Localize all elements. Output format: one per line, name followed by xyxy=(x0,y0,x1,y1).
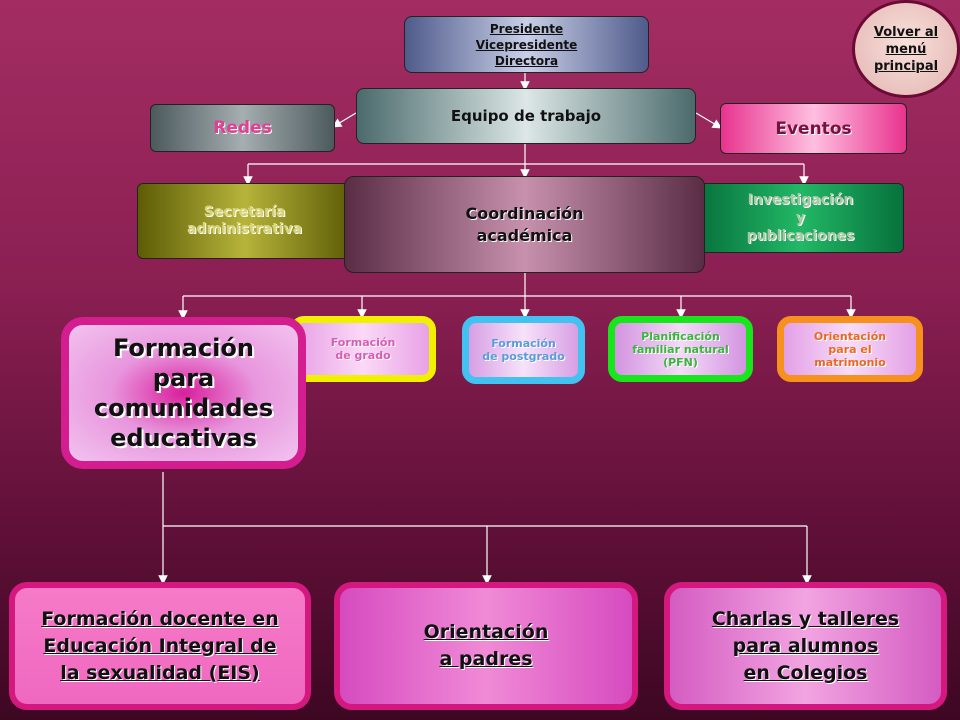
volver-line-3: principal xyxy=(873,58,939,74)
grado-line-1: Formación xyxy=(330,336,396,349)
secretaria-administrativa-button[interactable]: Secretaría administrativa xyxy=(137,183,352,259)
postgrado-line-1: Formación xyxy=(491,337,556,350)
equipo-label: Equipo de trabajo xyxy=(450,107,602,125)
docente-line-3: la sexualidad (EIS) xyxy=(60,661,260,684)
postgrado-line-2: de postgrado xyxy=(482,350,565,363)
redes-button[interactable]: Redes xyxy=(150,104,335,152)
eventos-label: Eventos xyxy=(775,118,852,139)
orientacion-matrimonio-button[interactable]: Orientación para el matrimonio xyxy=(777,316,923,382)
charlas-line-2: para alumnos xyxy=(732,634,879,657)
docente-line-2: Educación Integral de xyxy=(43,634,277,657)
secretaria-line-1: Secretaría xyxy=(203,204,286,220)
presidente-label: Presidente xyxy=(489,21,564,36)
comunidades-line-2: para xyxy=(152,364,215,392)
padres-line-2: a padres xyxy=(439,648,533,670)
investigacion-line-3: publicaciones xyxy=(746,228,855,244)
matrimonio-line-3: matrimonio xyxy=(814,355,886,369)
coordinacion-line-1: Coordinación xyxy=(465,203,584,223)
pfn-line-1: Planificación xyxy=(641,329,720,343)
padres-line-1: Orientación xyxy=(423,621,549,643)
grado-line-2: de grado xyxy=(335,349,391,362)
equipo-de-trabajo-box: Equipo de trabajo xyxy=(356,88,696,144)
charlas-y-talleres-button[interactable]: Charlas y talleres para alumnos en Coleg… xyxy=(664,582,947,710)
formacion-comunidades-educativas-box: Formación para comunidades educativas xyxy=(61,317,306,469)
coordinacion-line-2: académica xyxy=(476,225,573,245)
comunidades-line-4: educativas xyxy=(110,424,257,452)
vicepresidente-label: Vicepresidente xyxy=(475,37,578,52)
directora-label: Directora xyxy=(494,53,559,68)
coordinacion-academica-box: Coordinación académica xyxy=(344,176,705,273)
charlas-line-1: Charlas y talleres xyxy=(711,607,900,630)
eventos-button[interactable]: Eventos xyxy=(720,103,907,154)
redes-label: Redes xyxy=(213,118,272,138)
docente-line-1: Formación docente en xyxy=(41,607,279,630)
planificacion-familiar-natural-button[interactable]: Planificación familiar natural (PFN) xyxy=(608,316,753,382)
volver-line-2: menú xyxy=(885,41,927,57)
volver-menu-principal-button[interactable]: Volver al menú principal xyxy=(852,0,960,98)
matrimonio-line-2: para el xyxy=(828,342,872,356)
pfn-line-2: familiar natural xyxy=(632,342,729,356)
comunidades-line-1: Formación xyxy=(113,334,254,362)
orientacion-a-padres-button[interactable]: Orientación a padres xyxy=(334,582,638,710)
investigacion-line-2: y xyxy=(795,210,806,226)
presidencia-box: Presidente Vicepresidente Directora xyxy=(404,16,649,73)
investigacion-line-1: Investigación xyxy=(747,192,854,208)
volver-line-1: Volver al xyxy=(873,24,939,40)
pfn-line-3: (PFN) xyxy=(663,355,698,369)
investigacion-publicaciones-button[interactable]: Investigación y publicaciones xyxy=(697,183,904,253)
secretaria-line-2: administrativa xyxy=(186,221,303,237)
formacion-docente-eis-button[interactable]: Formación docente en Educación Integral … xyxy=(9,582,311,710)
comunidades-line-3: comunidades xyxy=(93,394,274,422)
matrimonio-line-1: Orientación xyxy=(813,329,887,343)
formacion-de-grado-button[interactable]: Formación de grado xyxy=(290,316,436,382)
charlas-line-3: en Colegios xyxy=(743,661,868,684)
formacion-de-postgrado-button[interactable]: Formación de postgrado xyxy=(462,316,585,384)
